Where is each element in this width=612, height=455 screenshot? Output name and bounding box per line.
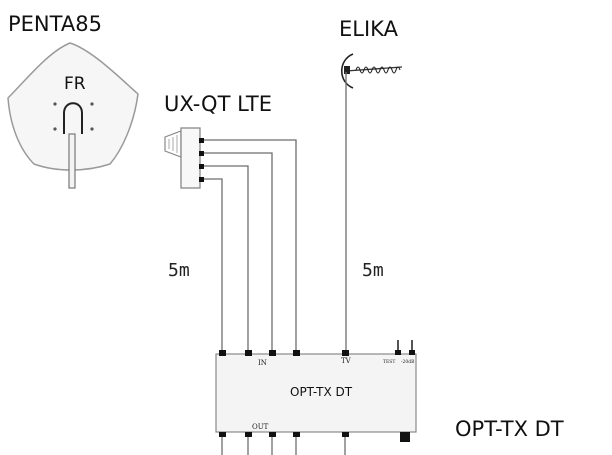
input-port-1	[219, 350, 226, 356]
input-port-4	[293, 350, 300, 356]
power-connector	[400, 432, 410, 442]
right-cable-length: 5m	[362, 260, 384, 281]
penta85-antenna-icon: FR	[7, 42, 139, 189]
uxqt-output-cables	[204, 139, 297, 352]
output-port-3	[269, 432, 276, 437]
opt-tx-dt-unit: IN TV TEST -20dB OPT-TX DT OUT	[215, 340, 417, 455]
att-port-label: -20dB	[401, 359, 415, 365]
tv-port	[342, 350, 349, 356]
uxqt-label: UX-QT LTE	[164, 92, 272, 116]
penta85-badge: FR	[64, 74, 86, 94]
penta85-label: PENTA85	[8, 12, 102, 36]
output-port-1	[219, 432, 226, 437]
opt-tx-dt-side-label: OPT-TX DT	[455, 417, 564, 441]
output-port-5	[342, 432, 349, 437]
input-port-2	[245, 350, 252, 356]
test-port-label: TEST	[383, 359, 395, 365]
in-port-label: IN	[258, 359, 267, 367]
output-port-2	[245, 432, 252, 437]
left-cable-length: 5m	[168, 260, 190, 281]
attenuated-test-port	[409, 350, 415, 355]
uxqt-lte-amplifier-icon	[164, 127, 204, 189]
test-port	[395, 350, 401, 355]
elika-label: ELIKA	[339, 17, 399, 41]
unit-name: OPT-TX DT	[290, 385, 353, 399]
input-port-3	[269, 350, 276, 356]
out-port-label: OUT	[252, 423, 269, 431]
elika-antenna-icon	[340, 53, 403, 89]
tv-port-label: TV	[341, 357, 352, 365]
output-port-4	[293, 432, 300, 437]
